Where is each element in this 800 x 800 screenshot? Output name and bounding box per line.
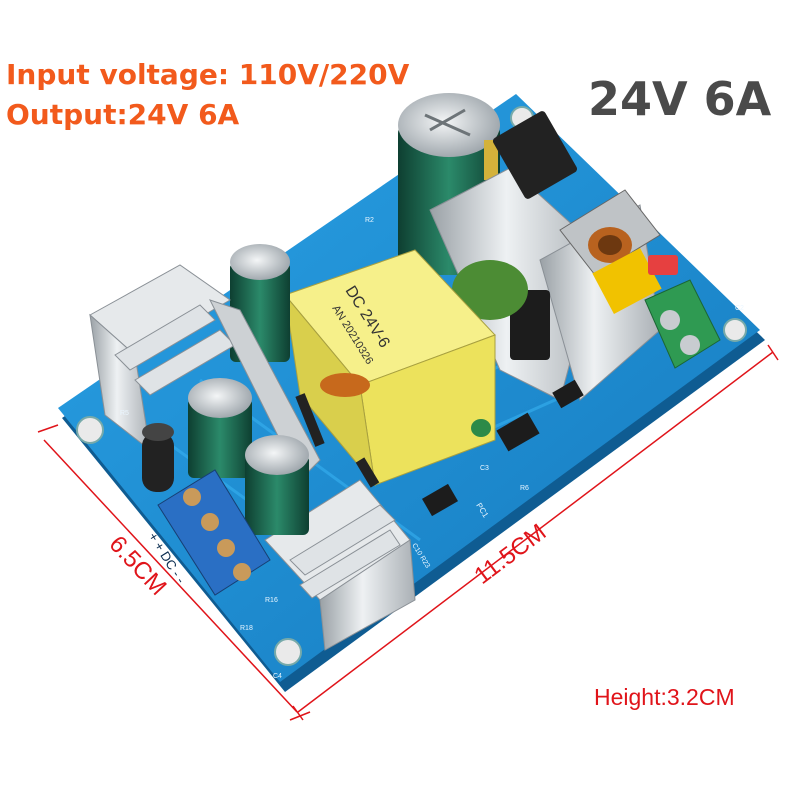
inductor-coil: [559, 189, 661, 276]
small-capacitor: [471, 419, 491, 437]
output-inductor: [142, 423, 174, 492]
output-capacitor: [245, 435, 309, 535]
silk-c2: C2: [735, 305, 744, 312]
silk-r2: R2: [365, 217, 374, 224]
heatsink-right: [429, 111, 661, 401]
ac-terminal: [644, 279, 721, 369]
fuse: [648, 255, 678, 275]
heatsink-left: [89, 264, 321, 481]
output-capacitor: [188, 378, 252, 478]
bridge-ic: [552, 379, 584, 409]
mounting-hole: [274, 638, 302, 666]
silk-r5: R5: [120, 410, 129, 417]
silk-c4: C4: [273, 673, 282, 680]
silk-r16: R16: [265, 597, 278, 604]
output-spec: Output:24V 6A: [6, 98, 240, 131]
silk-c3: C3: [480, 465, 489, 472]
input-voltage-spec: Input voltage: 110V/220V: [6, 58, 410, 91]
silk-r6: R6: [520, 485, 529, 492]
green-capacitor: [452, 260, 528, 320]
optocoupler: [422, 483, 458, 517]
transformer: DC 24V-6 AN 20210326: [284, 249, 496, 488]
silk-r18: R18: [240, 625, 253, 632]
heatsink-bottom: [264, 479, 416, 651]
x-capacitor: [592, 248, 662, 314]
control-ic: [496, 412, 540, 452]
mounting-hole: [723, 318, 747, 342]
height-dimension-label: Height:3.2CM: [594, 684, 735, 710]
mounting-hole: [76, 416, 104, 444]
headline-rating: 24V 6A: [588, 72, 772, 126]
